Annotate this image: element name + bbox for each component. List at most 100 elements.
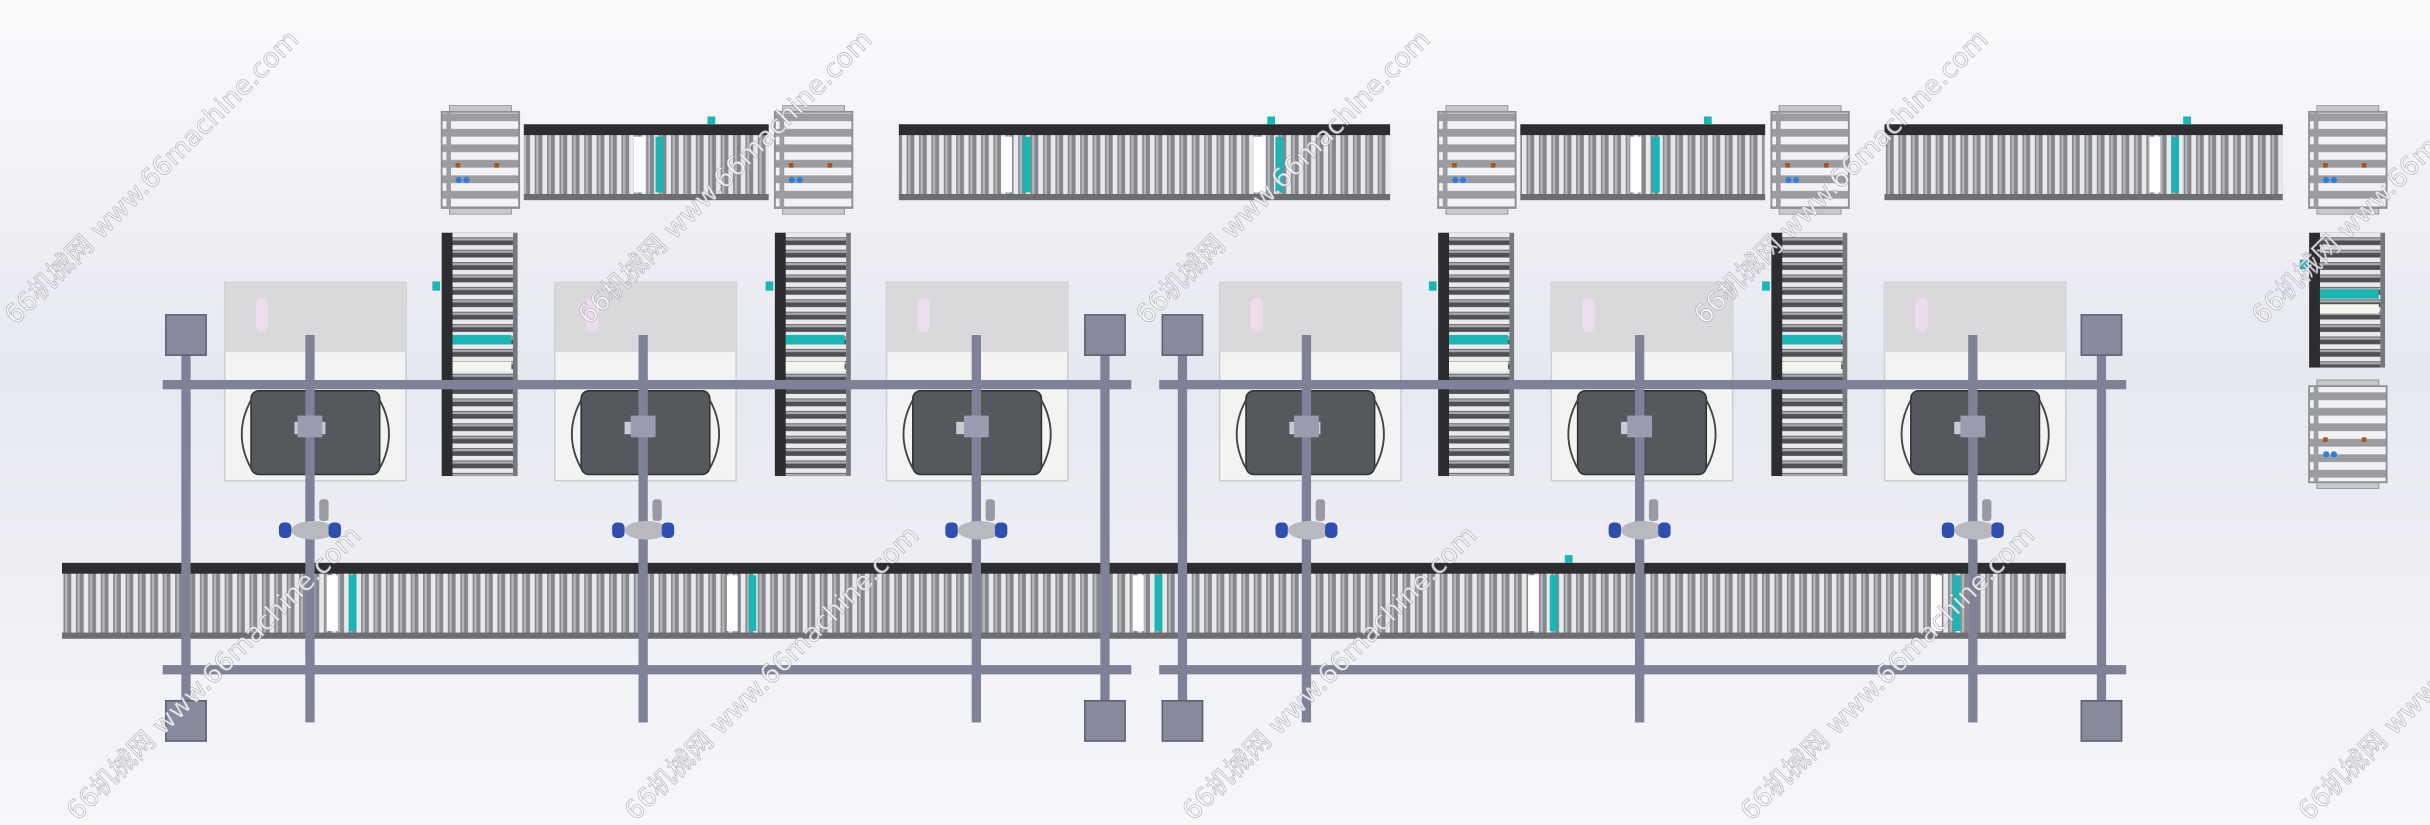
machine-handle (1235, 399, 1385, 469)
blank-roller (1253, 136, 1265, 193)
conveyor-side-rail (1771, 232, 1783, 477)
blue-fitting (463, 176, 470, 184)
blank-roller (1528, 575, 1539, 632)
rack-post (446, 111, 451, 208)
gantry-frame-layer (162, 314, 2127, 742)
robot-arm (1954, 520, 1998, 540)
vertical-roller-conveyor (2299, 232, 2386, 368)
blank-roller (2319, 304, 2379, 314)
accent-roller (1549, 575, 1558, 632)
robot-gripper (1608, 499, 1671, 540)
robot-wrist (1648, 499, 1659, 521)
carriage (1960, 415, 1986, 438)
accent-roller (2319, 289, 2379, 299)
vertical-roller-conveyor (432, 232, 518, 477)
sensor (1267, 116, 1276, 125)
bracket (788, 162, 794, 168)
blue-fitting (2323, 451, 2330, 458)
robot-wrist (1982, 499, 1992, 521)
robot-gripper (1941, 499, 2004, 540)
post-base-plate (165, 699, 207, 742)
sensor (1564, 555, 1573, 563)
roller-bed (784, 232, 847, 477)
blank-roller (1132, 575, 1144, 632)
machine-hood (224, 282, 407, 353)
accent-roller (2171, 136, 2179, 193)
sensor (765, 281, 774, 291)
robot-gripper (278, 499, 341, 540)
machine-handle (902, 399, 1052, 469)
conveyor-side-rail (846, 232, 851, 477)
rack-body (440, 110, 521, 209)
carriage (630, 415, 656, 438)
robot-motor (1941, 522, 1955, 539)
horizontal-roller-conveyor (523, 116, 769, 201)
frame-post (1100, 317, 1110, 737)
bracket (2361, 437, 2367, 442)
conveyor-side-rail (1438, 232, 1450, 477)
bracket (1785, 162, 1790, 168)
horizontal-roller-conveyor (898, 116, 1391, 201)
vertical-roller-conveyor (1762, 232, 1848, 477)
transfer-rack (1770, 105, 1850, 215)
machine-window (585, 297, 599, 332)
robot-motor (945, 522, 958, 539)
robot-motor (612, 522, 625, 539)
blue-fitting (1459, 176, 1467, 184)
machine-window (1582, 297, 1595, 332)
machine-handle (1900, 399, 2050, 469)
robot-motor (1608, 522, 1622, 539)
blank-roller (1630, 136, 1642, 193)
sensor (2299, 259, 2308, 269)
rack-body (1770, 110, 1850, 209)
blue-fitting (796, 176, 803, 184)
accent-roller (655, 136, 664, 193)
conveyor-side-rail (441, 232, 453, 477)
transfer-rack (440, 105, 521, 215)
robot-arm (1287, 520, 1332, 540)
gantry-frame (1159, 314, 2127, 742)
blank-roller (1782, 361, 1842, 371)
machine-handle (240, 399, 390, 469)
roller-bed (1447, 232, 1510, 477)
blank-roller (2149, 136, 2161, 193)
accent-roller (1782, 334, 1842, 345)
watermark-text: 66机械网 www.66machine.com (2293, 521, 2430, 825)
blank-roller (633, 136, 645, 193)
roller-bed (1780, 232, 1843, 477)
roller-bed (898, 133, 1391, 196)
transfer-rack (2308, 105, 2388, 215)
conveyor-side-rail (61, 632, 2066, 639)
frame-post (2096, 317, 2107, 737)
roller-bed (523, 133, 769, 196)
rack-body (773, 110, 854, 209)
blue-fitting (1793, 176, 1800, 184)
robot-gripper (1275, 499, 1338, 540)
vertical-roller-conveyor (1428, 232, 1515, 477)
rack-end-cap (449, 207, 512, 215)
robot-motor (661, 522, 675, 539)
machine-window (917, 297, 930, 332)
blue-fitting (1785, 176, 1792, 184)
robot-arm (624, 520, 668, 540)
conveyor-side-rail (61, 562, 2066, 574)
blank-roller (726, 575, 738, 632)
robot-wrist (652, 499, 662, 521)
roller-bed (61, 572, 2066, 635)
machine-window (255, 297, 269, 332)
robot-motor (1325, 522, 1338, 539)
blank-roller (452, 361, 512, 371)
blank-roller (1001, 136, 1012, 193)
conveyor-side-rail (523, 124, 769, 136)
post-base-plate (1161, 699, 1204, 742)
blank-roller (1930, 575, 1942, 632)
conveyor-side-rail (2309, 232, 2320, 368)
frame-post (181, 317, 191, 737)
bracket (455, 162, 461, 168)
rack-body (1437, 110, 1517, 209)
accent-roller (1275, 136, 1284, 193)
rack-post (2313, 111, 2319, 208)
conveyor-layer (61, 105, 2388, 639)
gantry-frame (162, 314, 1132, 742)
